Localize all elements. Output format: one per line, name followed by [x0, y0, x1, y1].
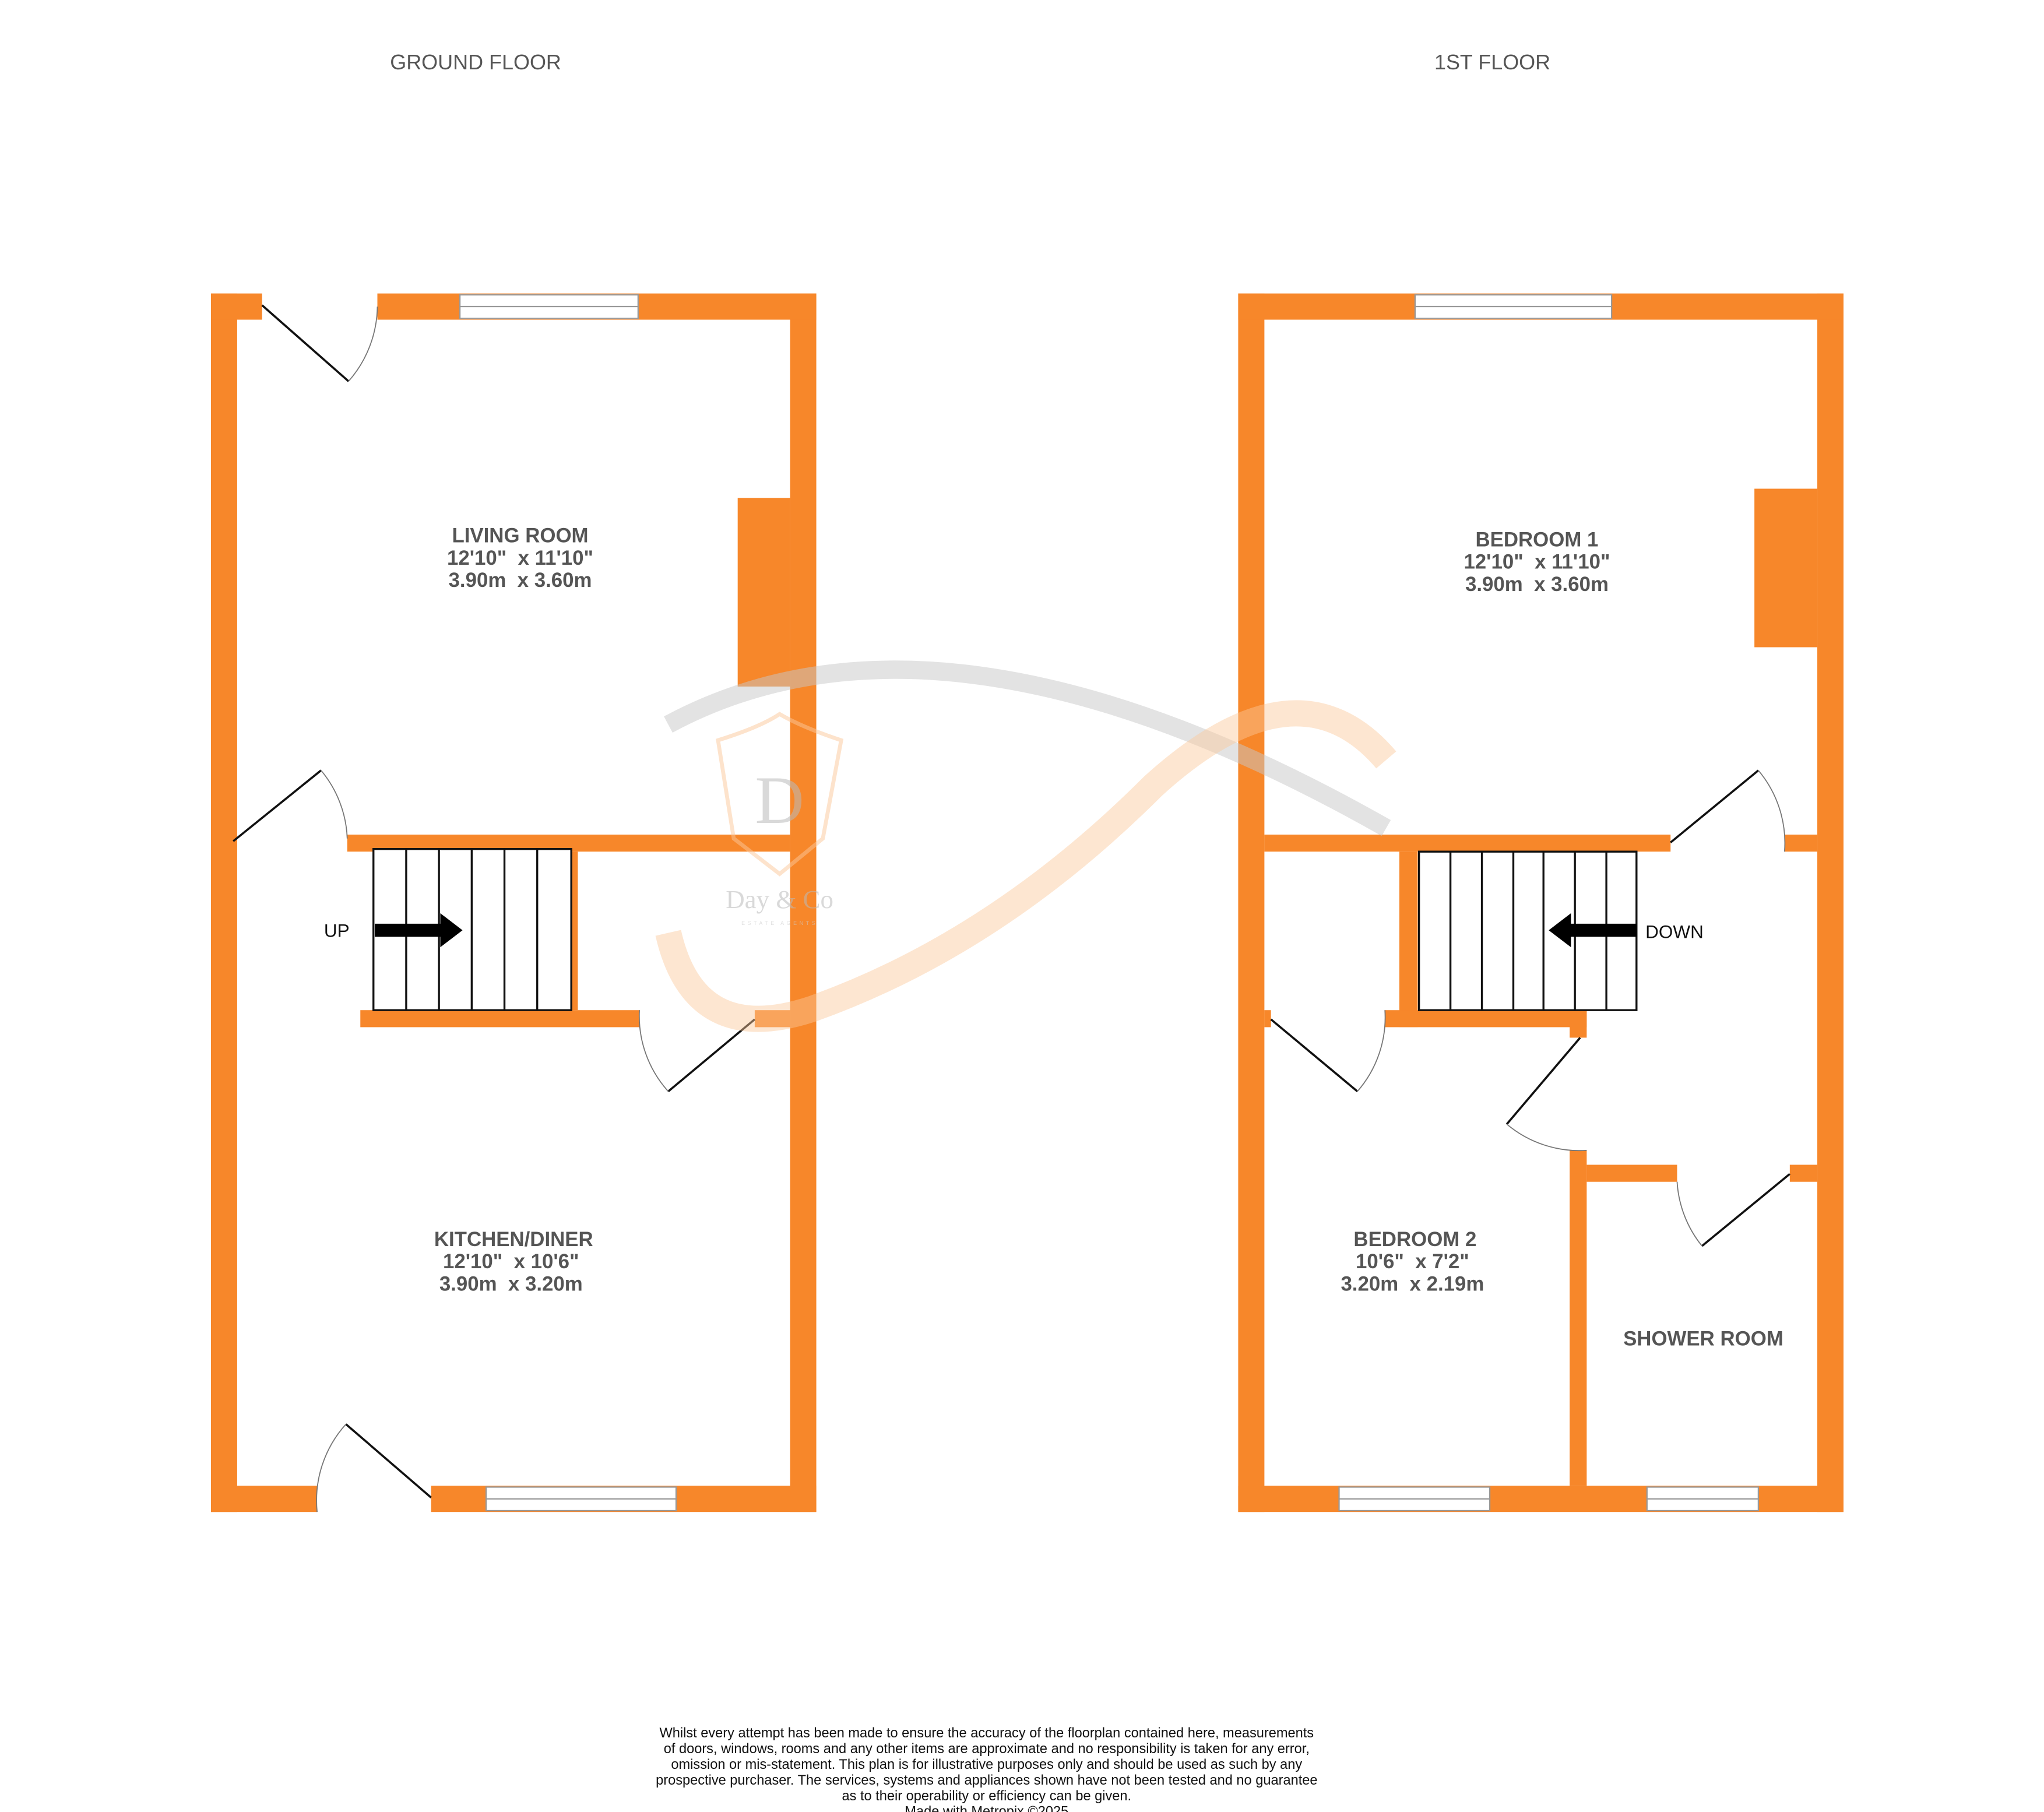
room-shower-room: SHOWER ROOM — [1623, 1328, 1783, 1350]
room-size-metric: 3.90m x 3.20m — [439, 1272, 583, 1295]
stairs-up-label: UP — [324, 920, 350, 941]
wall — [1817, 293, 1844, 1512]
chimney-breast — [1754, 488, 1818, 648]
room-size-imperial: 12'10" x 11'10" — [447, 547, 593, 569]
room-size-imperial: 10'6" x 7'2" — [1356, 1250, 1469, 1273]
wall — [1264, 1010, 1271, 1028]
watermark-brand: Day & Co — [726, 885, 833, 914]
wall — [1570, 1150, 1587, 1486]
disclaimer-line: as to their operability or efficiency ca… — [842, 1789, 1131, 1804]
wall — [1238, 293, 1265, 1512]
bedroom-2-door[interactable] — [1270, 1018, 1359, 1092]
living-room-door[interactable] — [233, 769, 322, 842]
bedroom-1-door[interactable] — [1670, 769, 1760, 843]
watermark-monogram: D — [755, 763, 804, 838]
wall — [210, 293, 237, 1512]
disclaimer-credit: Made with Metropix ©2025 — [905, 1804, 1068, 1812]
watermark-logo: D Day & Co ESTATE AGENTS — [655, 660, 1396, 1032]
arrow-left-icon — [1549, 913, 1637, 948]
room-size-metric: 3.90m x 3.60m — [1465, 573, 1609, 596]
room-kitchen-diner: KITCHEN/DINER 12'10" x 10'6" 3.90m x 3.2… — [434, 1228, 593, 1295]
kitchen-door[interactable] — [667, 1018, 756, 1092]
wall — [754, 1010, 790, 1028]
back-door[interactable] — [345, 1423, 432, 1498]
staircase-down[interactable] — [1417, 850, 1638, 1011]
wall — [790, 293, 817, 1512]
room-size-imperial: 12'10" x 11'10" — [1463, 551, 1610, 573]
disclaimer-line: omission or mis-statement. This plan is … — [671, 1757, 1302, 1772]
wall — [571, 852, 578, 1011]
first-floor-title: 1ST FLOOR — [1434, 50, 1550, 74]
room-size-metric: 3.20m x 2.19m — [1341, 1272, 1484, 1295]
wall — [1399, 852, 1418, 1028]
wall — [1586, 1164, 1677, 1182]
first-floor-plan: DOWN BEDROOM 1 12'10" x 11'10" 3.90m x 3… — [1238, 293, 1844, 1512]
room-name: BEDROOM 2 — [1353, 1228, 1476, 1251]
watermark-tagline: ESTATE AGENTS — [741, 920, 818, 926]
wall — [1570, 1010, 1587, 1038]
shield-icon — [716, 712, 844, 877]
staircase-up[interactable] — [372, 848, 572, 1011]
stairs-down-label: DOWN — [1645, 922, 1704, 942]
wall — [360, 1010, 640, 1028]
wall — [1385, 1010, 1587, 1028]
wall — [1264, 834, 1671, 852]
room-name: BEDROOM 1 — [1475, 528, 1598, 551]
room-name: KITCHEN/DINER — [434, 1228, 593, 1251]
room-bedroom-1: BEDROOM 1 12'10" x 11'10" 3.90m x 3.60m — [1463, 528, 1610, 595]
shower-room-door[interactable] — [1701, 1173, 1790, 1247]
room-name: LIVING ROOM — [452, 525, 588, 547]
arrow-right-icon — [374, 913, 463, 948]
room-size-imperial: 12'10" x 10'6" — [443, 1250, 579, 1273]
wall — [1784, 834, 1818, 852]
front-door[interactable] — [261, 304, 350, 382]
landing-door[interactable] — [1505, 1037, 1581, 1125]
wall — [210, 1486, 318, 1512]
room-bedroom-2: BEDROOM 2 10'6" x 7'2" 3.20m x 2.19m — [1341, 1228, 1484, 1295]
disclaimer-line: Whilst every attempt has been made to en… — [659, 1726, 1314, 1741]
disclaimer: Whilst every attempt has been made to en… — [656, 1726, 1317, 1812]
ground-floor-title: GROUND FLOOR — [390, 50, 561, 74]
disclaimer-line: prospective purchaser. The services, sys… — [656, 1773, 1317, 1788]
chimney-breast — [737, 498, 790, 687]
room-size-metric: 3.90m x 3.60m — [449, 569, 592, 592]
disclaimer-line: of doors, windows, rooms and any other i… — [664, 1741, 1310, 1757]
ground-floor-plan: UP LIVING ROOM 12'10" x 11'10" 3.90m x 3… — [210, 293, 817, 1512]
wall — [1789, 1164, 1818, 1182]
wall — [210, 293, 262, 320]
room-living-room: LIVING ROOM 12'10" x 11'10" 3.90m x 3.60… — [447, 525, 593, 592]
